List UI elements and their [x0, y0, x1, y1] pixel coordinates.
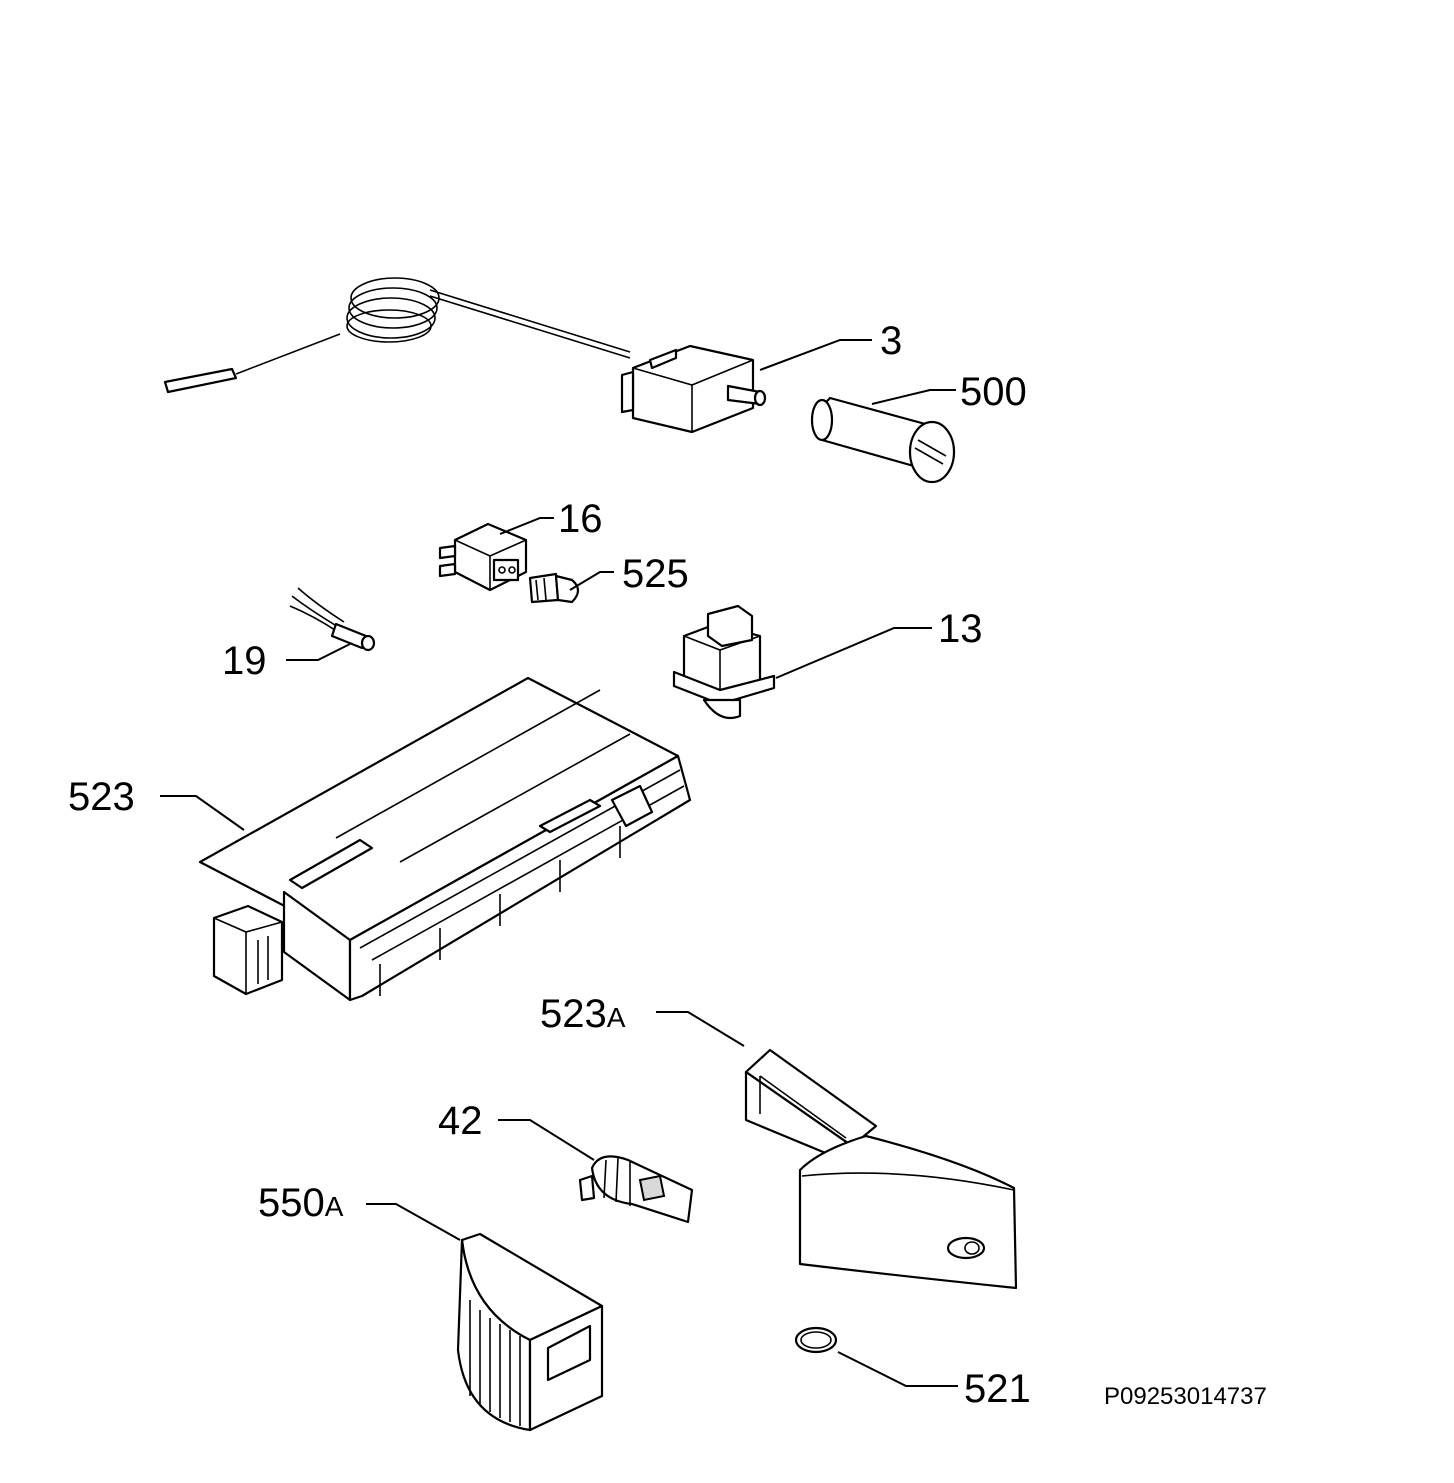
part-thermostat — [163, 277, 767, 434]
callout-42: 42 — [438, 1099, 483, 1143]
leader-13 — [775, 627, 932, 679]
leader-550A — [366, 1203, 461, 1241]
callout-550a: 550A — [258, 1181, 344, 1225]
part-cap — [456, 1232, 604, 1432]
leader-521 — [837, 1351, 958, 1387]
callout-16: 16 — [558, 497, 603, 541]
callout-521: 521 — [964, 1367, 1031, 1411]
part-bulb — [528, 572, 580, 604]
part-control-housing — [198, 676, 692, 1002]
leader-3 — [759, 339, 872, 371]
callout-19: 19 — [222, 639, 267, 683]
part-lamp-holder — [672, 604, 776, 720]
callout-500: 500 — [960, 370, 1027, 414]
leader-42 — [498, 1119, 595, 1161]
part-cover — [744, 1048, 1018, 1290]
callout-525: 525 — [622, 552, 689, 596]
callout-13: 13 — [938, 607, 983, 651]
callout-labels: 3 500 16 525 19 13 523 523A 42 550A 521 … — [68, 319, 1267, 1411]
leader-523A — [656, 1011, 745, 1047]
leader-lines — [160, 339, 958, 1387]
callout-3: 3 — [880, 319, 902, 363]
leader-525 — [569, 571, 614, 591]
diagram-code: P09253014737 — [1104, 1383, 1267, 1410]
part-switch — [438, 522, 528, 592]
callout-523a: 523A — [540, 992, 626, 1036]
part-knob — [810, 396, 956, 484]
part-sensor — [289, 587, 376, 652]
leader-16 — [499, 517, 554, 535]
callout-523: 523 — [68, 775, 135, 819]
leader-500 — [871, 389, 956, 405]
leader-19 — [286, 643, 351, 661]
leader-523 — [160, 795, 245, 831]
part-lamp-socket — [578, 1155, 694, 1224]
part-ring — [794, 1326, 838, 1354]
